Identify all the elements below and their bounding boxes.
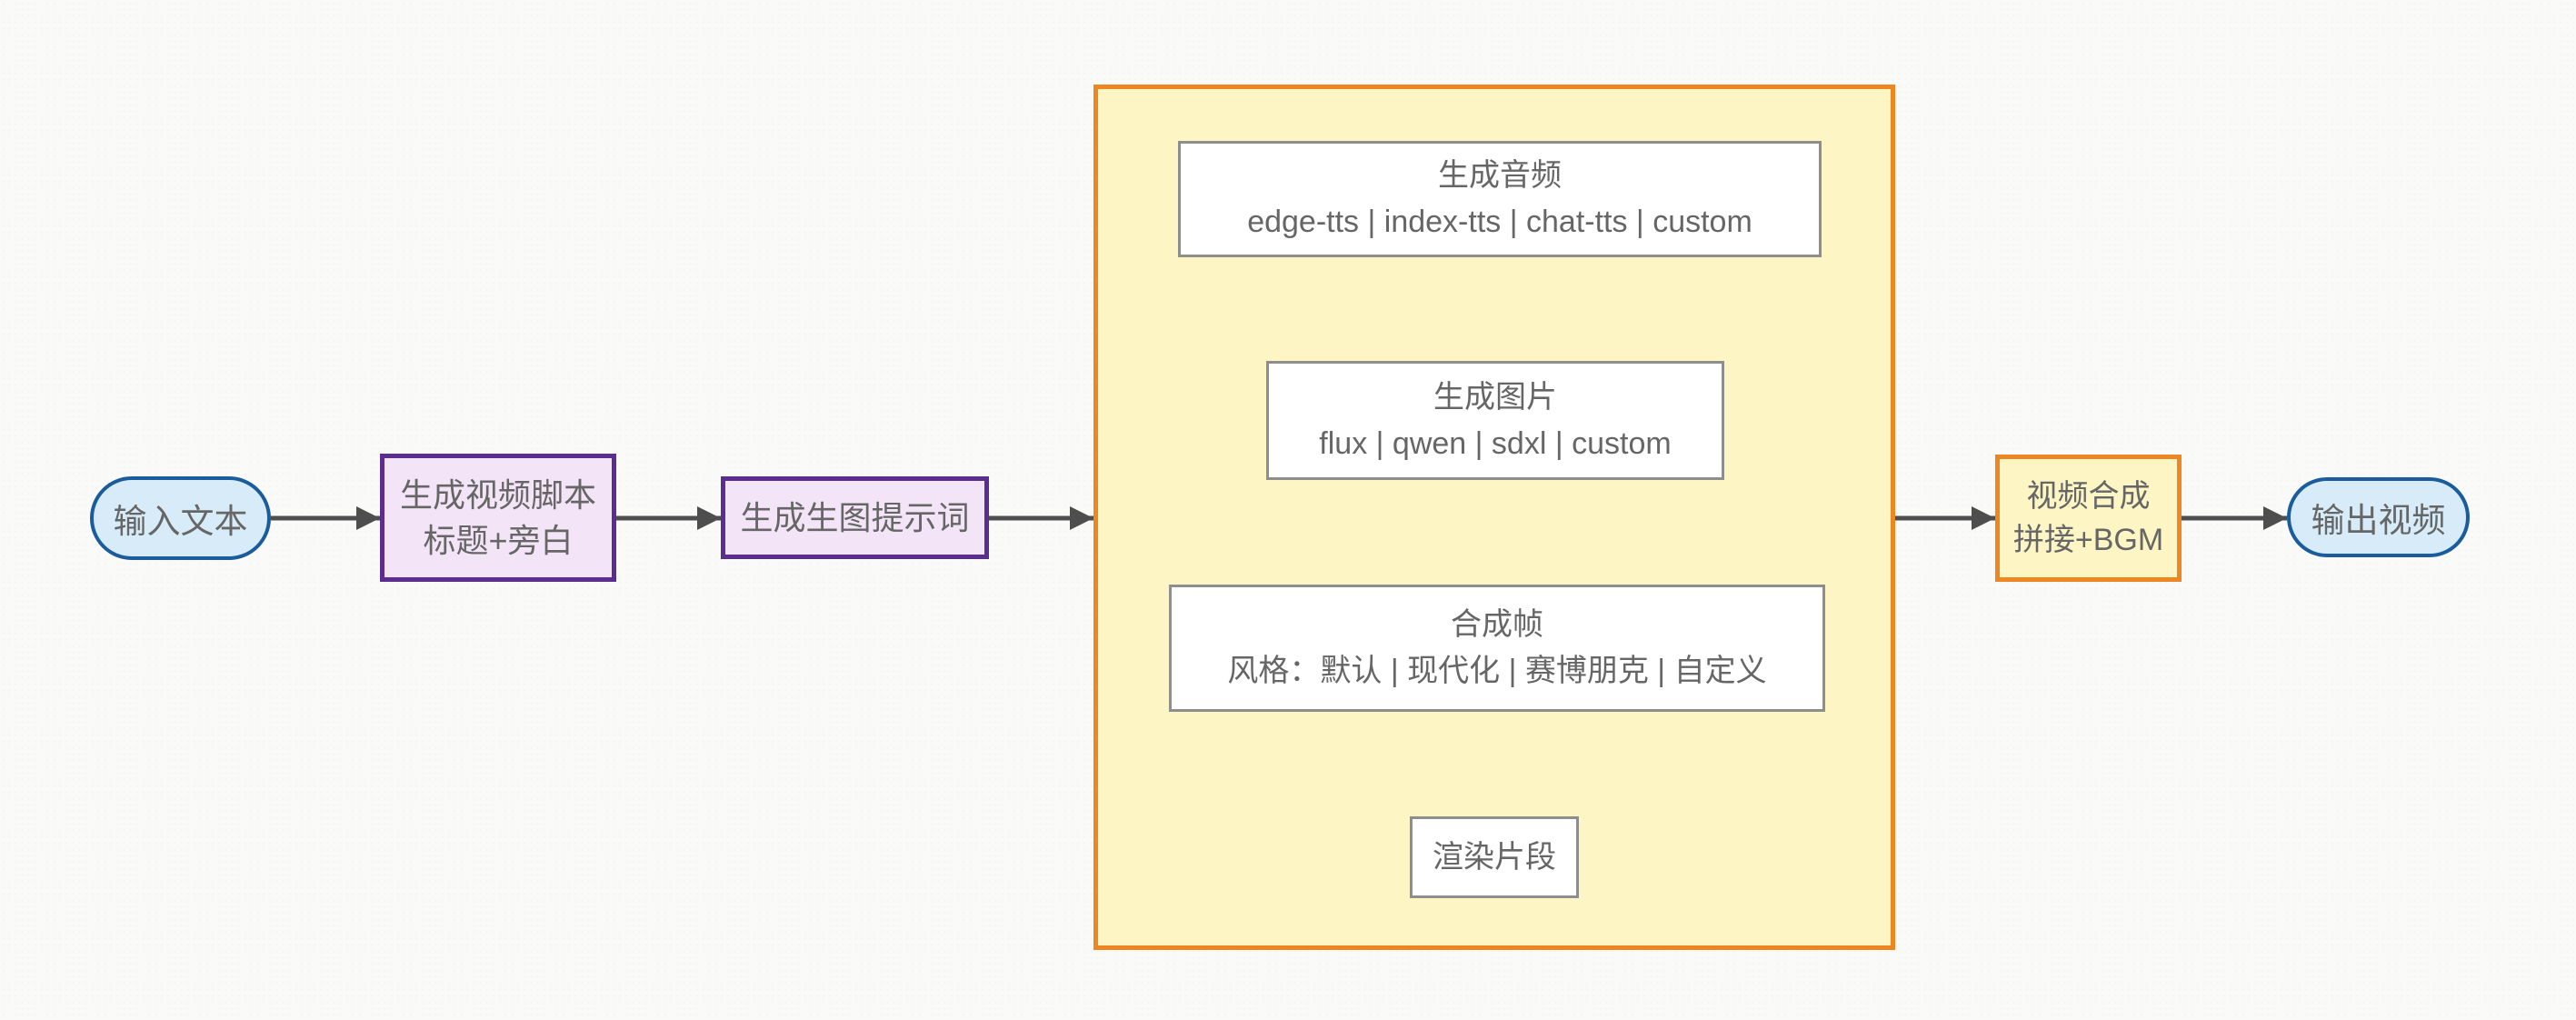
node-generate-image-prompt: 生成生图提示词 — [721, 476, 989, 559]
node-generate-script: 生成视频脚本 标题+旁白 — [380, 454, 616, 582]
node-generate-audio-title: 生成音频 — [1438, 158, 1562, 193]
node-generate-image-title: 生成图片 — [1433, 379, 1557, 415]
node-generate-script-line2: 标题+旁白 — [423, 521, 574, 559]
node-compose-frame: 合成帧 风格：默认 | 现代化 | 赛博朋克 | 自定义 — [1169, 585, 1825, 712]
node-generate-script-line1: 生成视频脚本 — [399, 475, 596, 514]
node-render-clip-label: 渲染片段 — [1433, 839, 1556, 875]
node-generate-image: 生成图片 flux | qwen | sdxl | custom — [1266, 361, 1724, 480]
node-input-text: 输入文本 — [90, 476, 271, 560]
node-render-clip: 渲染片段 — [1410, 816, 1579, 898]
node-output-video-label: 输出视频 — [2311, 502, 2446, 539]
node-compose-frame-title: 合成帧 — [1451, 607, 1543, 642]
node-video-compose-line1: 视频合成 — [2026, 478, 2151, 514]
node-video-compose: 视频合成 拼接+BGM — [1995, 455, 2182, 582]
node-compose-frame-options: 风格：默认 | 现代化 | 赛博朋克 | 自定义 — [1227, 654, 1767, 688]
node-generate-audio-options: edge-tts | index-tts | chat-tts | custom — [1247, 205, 1752, 239]
node-output-video: 输出视频 — [2287, 477, 2470, 557]
node-input-text-label: 输入文本 — [113, 503, 248, 540]
node-video-compose-line2: 拼接+BGM — [2012, 523, 2164, 557]
node-generate-image-prompt-label: 生成生图提示词 — [740, 498, 970, 536]
node-generate-image-options: flux | qwen | sdxl | custom — [1319, 425, 1672, 461]
node-generate-audio: 生成音频 edge-tts | index-tts | chat-tts | c… — [1178, 141, 1822, 257]
